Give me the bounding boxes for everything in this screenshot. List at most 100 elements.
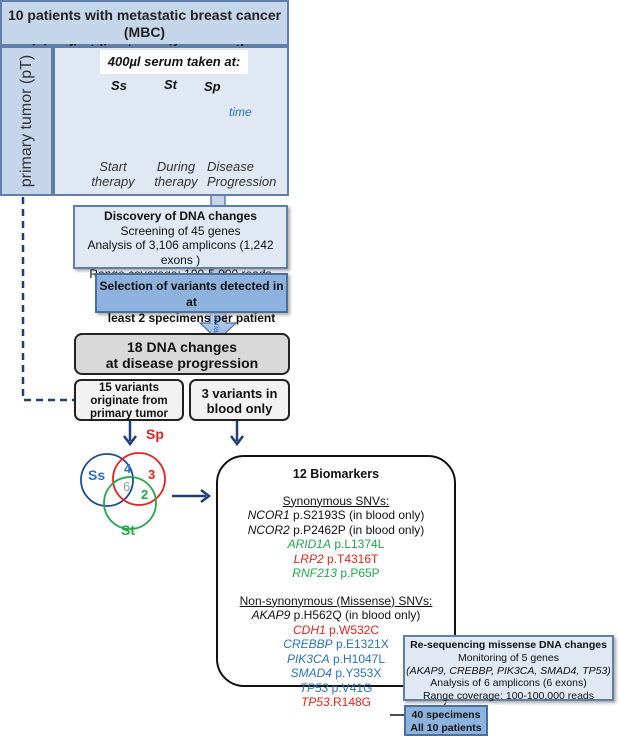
variants-primary-line-1: 15 variants	[98, 382, 160, 394]
sample-st: St	[164, 77, 177, 92]
variants-primary-line-2: originate from	[90, 395, 168, 407]
phase-during-therapy: During therapy	[146, 159, 206, 189]
variant-name: p.E1321X	[332, 637, 389, 651]
synonymous-header: Synonymous SNVs:	[282, 493, 390, 508]
missense-list: AKAP9 p.H562Q (in blood only)CDH1 p.W532…	[218, 608, 454, 710]
gene-name: RNF213	[292, 566, 337, 580]
gene-name: SMAD4	[290, 666, 332, 680]
variant-name: p.L1374L	[330, 537, 385, 551]
discovery-title: Discovery of DNA changes	[104, 209, 257, 223]
dna-changes-line-1: 18 DNA changes	[127, 339, 237, 355]
selection-box: Selection of variants detected in at lea…	[95, 273, 288, 325]
phase-start-line2: therapy	[91, 174, 135, 189]
resequencing-line-3: Analysis of 6 amplicons (6 exons)	[430, 677, 587, 690]
specimens-line-2: All 10 patients	[410, 721, 482, 734]
phase-during-line2: therapy	[154, 174, 198, 189]
sample-sp: Sp	[204, 79, 221, 94]
gene-name: PIK3CA	[286, 651, 330, 666]
discovery-line-1: Screening of 45 genes	[120, 223, 241, 238]
variant-name: p.Y353X	[331, 666, 382, 680]
gene-name: CREBBP	[283, 637, 333, 651]
synonymous-snv-item: NCOR2 p.P2462P (in blood only)	[218, 523, 454, 538]
venn-count-all: 6	[123, 479, 131, 494]
variants-blood-line-1: 3 variants in	[201, 386, 278, 401]
arrow-to-venn	[123, 421, 137, 447]
venn-label-st: St	[121, 522, 135, 538]
variants-blood-line-2: blood only	[206, 401, 273, 416]
synonymous-snv-item: ARID1A p.L1374L	[218, 537, 454, 552]
sample-ss: Ss	[111, 78, 127, 93]
resequencing-line-1: Monitoring of 5 genes	[458, 651, 559, 664]
synonymous-snv-item: RNF213 p.P65P	[218, 566, 454, 581]
gene-name: AKAP9	[251, 608, 291, 622]
variants-arrow-label: variants	[212, 315, 221, 344]
primary-tumor-dashed-link	[21, 197, 74, 402]
variant-name: p.P2462P (in blood only)	[289, 522, 425, 537]
gene-name: TP53	[300, 695, 330, 709]
resequencing-line-4: Range coverage: 100-100,000 reads	[422, 690, 595, 703]
biomarkers-title: 12 Biomarkers	[292, 467, 380, 481]
gene-name: NCOR2	[247, 522, 290, 537]
missense-snv-item: SMAD4 p.Y353X	[218, 666, 454, 681]
time-label: time	[229, 105, 252, 119]
resequencing-genes: (AKAP9, CREBBP, PIK3CA, SMAD4, TP53)	[406, 664, 611, 677]
variants-primary-line-3: primary tumor	[90, 408, 168, 420]
variant-name: .R148G	[329, 695, 372, 709]
variants-blood-box: 3 variants in blood only	[189, 379, 290, 421]
variant-name: p.H1047L	[329, 651, 386, 666]
dna-changes-line-2: at disease progression	[105, 355, 259, 371]
primary-tumor-label: primary tumor (pT)	[17, 54, 35, 188]
venn-circle-st	[103, 476, 157, 530]
variants-arrow	[198, 312, 238, 341]
variants-primary-box: 15 variants originate from primary tumor	[74, 379, 184, 421]
venn-count-sp-st: 2	[141, 487, 149, 502]
phase-disease-progression: Disease Progression	[207, 159, 287, 189]
missense-header: Non-synonymous (Missense) SNVs:	[239, 593, 433, 608]
synonymous-list: NCOR1 p.S2193S (in blood only)NCOR2 p.P2…	[218, 508, 454, 581]
phase-progression-line1: Disease	[207, 159, 254, 174]
selection-line-1: Selection of variants detected in at	[99, 279, 284, 309]
venn-label-ss: Ss	[88, 467, 106, 483]
arrow-venn-to-biomarkers	[172, 489, 212, 503]
missense-snv-item: AKAP9 p.H562Q (in blood only)	[218, 608, 454, 623]
venn-circle-ss	[80, 453, 134, 507]
variant-name: p.W532C	[325, 622, 380, 637]
dna-changes-box: 18 DNA changes at disease progression	[74, 333, 290, 375]
discovery-box: Discovery of DNA changes Screening of 45…	[73, 205, 288, 281]
selection-line-2: least 2 specimens per patient	[107, 311, 276, 325]
specimens-line-1: 40 specimens	[411, 709, 481, 721]
specimens-box: 40 specimens All 10 patients	[404, 705, 488, 736]
venn-count-sp-only: 3	[148, 467, 156, 482]
resequencing-title: Re-sequencing missense DNA changes	[410, 639, 607, 651]
missense-snv-item: TP53.R148G	[218, 695, 454, 710]
gene-name: LRP2	[293, 551, 324, 566]
venn-circle-sp	[112, 452, 166, 506]
phase-progression-line2: Progression	[207, 174, 277, 189]
arrow-to-biomarkers	[230, 421, 244, 447]
serum-label: 400µl serum taken at:	[100, 50, 248, 74]
gene-name: TP53	[299, 680, 329, 695]
variant-name: p.V41G	[328, 680, 373, 695]
discovery-line-2: Analysis of 3,106 amplicons (1,242 exons…	[87, 238, 274, 267]
phase-start-line1: Start	[99, 159, 127, 174]
gene-name: NCOR1	[247, 508, 290, 522]
venn-label-sp: Sp	[146, 426, 164, 442]
variant-name: p.S2193S (in blood only)	[289, 508, 425, 522]
missense-snv-item: CDH1 p.W532C	[218, 623, 454, 638]
synonymous-snv-item: LRP2 p.T4316T	[218, 552, 454, 567]
phase-start-therapy: Start therapy	[78, 159, 148, 189]
gene-name: ARID1A	[287, 537, 331, 551]
resequencing-box: Re-sequencing missense DNA changes Monit…	[403, 635, 614, 703]
venn-count-ss-sp: 4	[124, 461, 132, 476]
variant-name: p.P65P	[336, 566, 380, 580]
header-line-1: 10 patients with metastatic breast cance…	[7, 7, 282, 40]
variant-name: p.T4316T	[323, 551, 379, 566]
missense-snv-item: PIK3CA p.H1047L	[218, 652, 454, 667]
gene-name: CDH1	[292, 622, 326, 637]
missense-snv-item: TP53 p.V41G	[218, 681, 454, 696]
phase-during-line1: During	[156, 159, 196, 174]
synonymous-snv-item: NCOR1 p.S2193S (in blood only)	[218, 508, 454, 523]
missense-snv-item: CREBBP p.E1321X	[218, 637, 454, 652]
primary-tumor-box: primary tumor (pT)	[0, 46, 53, 196]
variant-name: p.H562Q (in blood only)	[290, 608, 421, 622]
